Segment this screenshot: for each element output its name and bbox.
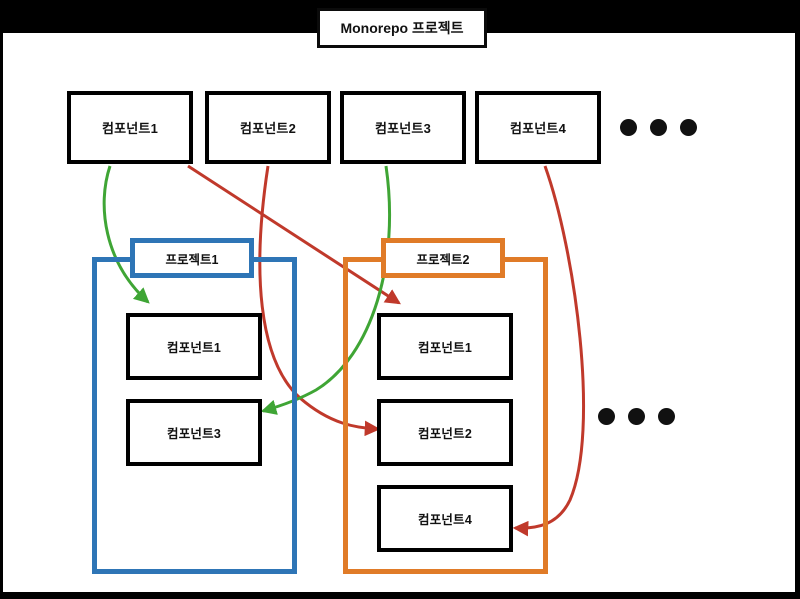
project-2-component-3[interactable]: 컴포넌트4	[377, 485, 513, 552]
project-2-label: 프로젝트2	[416, 252, 470, 267]
top-component-2-label: 컴포넌트2	[239, 121, 297, 136]
project-1-label: 프로젝트1	[165, 252, 219, 267]
top-component-1[interactable]: 컴포넌트1	[67, 91, 193, 164]
top-component-2[interactable]: 컴포넌트2	[205, 91, 331, 164]
project-1-component-2-label: 컴포넌트3	[167, 427, 221, 441]
top-component-4-label: 컴포넌트4	[509, 121, 567, 136]
project-2-component-1-label: 컴포넌트1	[418, 341, 472, 355]
top-component-3[interactable]: 컴포넌트3	[340, 91, 466, 164]
top-component-1-label: 컴포넌트1	[101, 121, 159, 136]
page-title: Monorepo 프로젝트	[340, 20, 464, 36]
diagram-title-box: Monorepo 프로젝트	[317, 8, 487, 48]
top-ellipsis-icon	[620, 119, 697, 136]
project-2-component-2-label: 컴포넌트2	[418, 427, 472, 441]
project-2-component-3-label: 컴포넌트4	[418, 513, 472, 527]
project-1-component-1-label: 컴포넌트1	[167, 341, 221, 355]
project-2-label-box: 프로젝트2	[381, 238, 505, 278]
project-2-component-1[interactable]: 컴포넌트1	[377, 313, 513, 380]
right-ellipsis-icon	[598, 408, 675, 425]
project-2-component-2[interactable]: 컴포넌트2	[377, 399, 513, 466]
top-component-3-label: 컴포넌트3	[374, 121, 432, 136]
top-component-4[interactable]: 컴포넌트4	[475, 91, 601, 164]
project-1-label-box: 프로젝트1	[130, 238, 254, 278]
project-1-component-2[interactable]: 컴포넌트3	[126, 399, 262, 466]
project-1-component-1[interactable]: 컴포넌트1	[126, 313, 262, 380]
